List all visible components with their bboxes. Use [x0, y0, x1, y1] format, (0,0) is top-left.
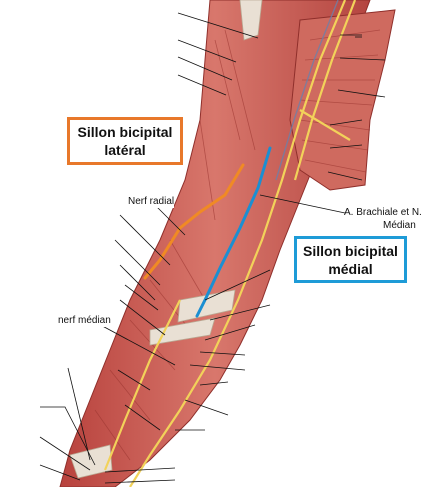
tendons — [69, 0, 263, 479]
lateral-groove-title-line1: Sillon bicipital — [77, 124, 173, 140]
label-artery-line1: A. Brachiale et N. — [344, 207, 422, 218]
medial-groove-title-line1: Sillon bicipital — [303, 243, 398, 259]
nerves-vessels — [103, 0, 357, 487]
label-nerf-median: nerf médian — [58, 315, 111, 327]
medial-groove-line — [195, 146, 272, 318]
muscle-fibres — [94, 29, 381, 461]
label-nerf-radial: Nerf radial — [128, 196, 175, 208]
medial-groove-box: Sillon bicipital médial — [294, 236, 407, 283]
leader-lines — [39, 12, 386, 484]
lateral-groove-title-line2: latéral — [104, 142, 146, 158]
veins — [275, 0, 339, 181]
lateral-groove-box: Sillon bicipital latéral — [67, 117, 183, 165]
lateral-groove-line — [143, 163, 245, 280]
label-artery-line2: Médian — [383, 220, 416, 231]
medial-groove-title-line2: médial — [328, 261, 373, 277]
